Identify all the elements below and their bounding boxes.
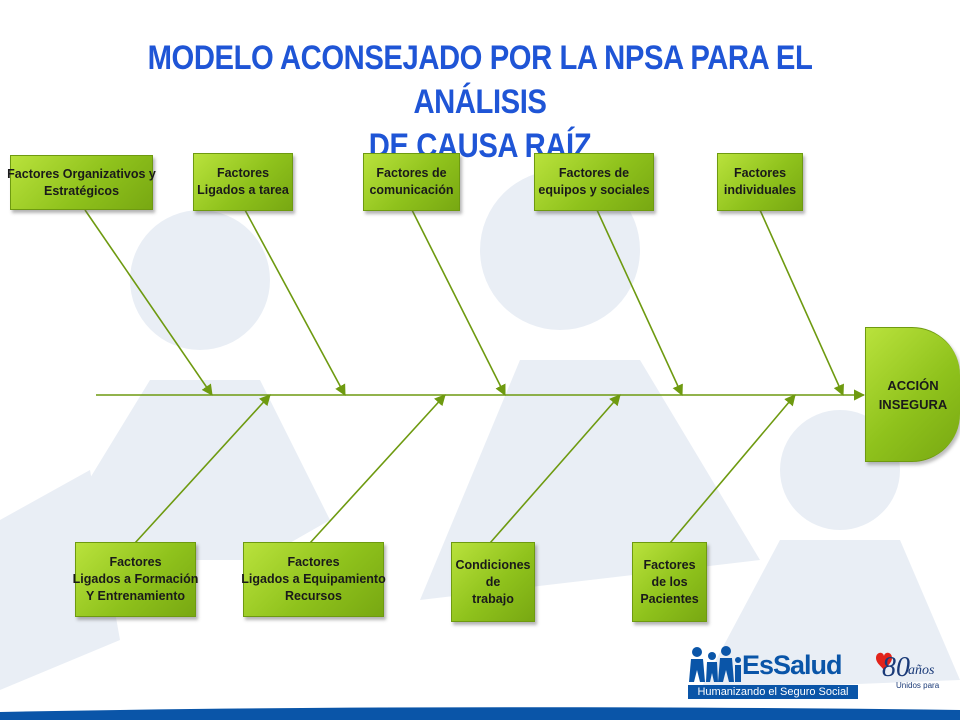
cause-label-line: Ligados a Equipamiento — [241, 572, 386, 586]
cause-label-line: Condiciones — [455, 557, 531, 572]
cause-box-individuales: Factores individuales — [717, 153, 803, 211]
cause-label-line: de los — [651, 574, 688, 589]
connector-bottom-4 — [669, 394, 796, 544]
cause-label-line: Factores de — [558, 166, 630, 180]
anniversary-seal: 80 años Unidos para ti — [876, 652, 940, 690]
title-line-1: MODELO ACONSEJADO POR LA NPSA PARA EL AN… — [147, 39, 813, 121]
cause-label-line: Factores Organizativos y — [7, 166, 156, 181]
cause-label-line: Factores de — [376, 166, 447, 180]
cause-label-line: individuales — [723, 183, 797, 197]
seal-motto: Unidos para ti — [896, 681, 940, 690]
cause-box-organizativos: Factores Organizativos y Estratégicos — [7, 155, 156, 210]
cause-label-line: Recursos — [285, 589, 342, 603]
cause-box-pacientes: Factores de los Pacientes — [632, 542, 707, 622]
cause-label-line: comunicación — [369, 183, 454, 197]
connector-bottom-3 — [489, 394, 621, 544]
heart-icon — [876, 652, 892, 671]
connector-top-2 — [244, 209, 346, 396]
seal-number: 80 — [882, 652, 910, 683]
footer-stripe — [0, 707, 960, 720]
cause-box-equipamiento: Factores Ligados a Equipamiento Recursos — [241, 542, 386, 617]
cause-label-line: Factores — [733, 166, 787, 180]
connector-top-5 — [759, 209, 844, 397]
effect-label-line-2: INSEGURA — [878, 396, 948, 412]
cause-label-line: equipos y sociales — [538, 183, 650, 197]
cause-label-line: Ligados a Formación — [72, 572, 199, 586]
brand-name: EsSalud — [742, 650, 843, 680]
cause-label-line: Factores — [643, 557, 696, 572]
connector-top-1 — [84, 209, 213, 396]
connector-bottom-2 — [309, 394, 446, 544]
cause-box-comunicacion: Factores de comunicación — [363, 153, 460, 211]
cause-label-line: trabajo — [472, 591, 514, 606]
seal-word: años — [908, 663, 935, 678]
brand-tagline: Humanizando el Seguro Social — [688, 685, 858, 699]
cause-label-line: Estratégicos — [43, 183, 120, 198]
effect-box: ACCIÓN INSEGURA — [865, 327, 960, 462]
family-icon — [689, 646, 741, 682]
connector-top-3 — [411, 209, 506, 397]
cause-box-tarea: Factores Ligados a tarea — [193, 153, 293, 211]
cause-box-formacion: Factores Ligados a Formación Y Entrenami… — [72, 542, 199, 617]
cause-label-line: Ligados a tarea — [197, 183, 289, 197]
essalud-logo: EsSalud Humanizando el Seguro Social 80 … — [684, 642, 960, 702]
cause-label-line: Factores — [109, 555, 162, 569]
connector-bottom-1 — [134, 394, 271, 544]
cause-label-line: Factores — [287, 555, 340, 569]
cause-label-line: Y Entrenamiento — [85, 589, 186, 603]
cause-label-line: de — [485, 574, 501, 589]
cause-box-condiciones: Condiciones de trabajo — [451, 542, 535, 622]
cause-label-line: Factores — [216, 166, 270, 180]
cause-label-line: Pacientes — [640, 591, 699, 606]
cause-box-equipos: Factores de equipos y sociales — [534, 153, 654, 211]
connector-top-4 — [596, 209, 683, 397]
effect-label-line-1: ACCIÓN — [887, 377, 939, 393]
